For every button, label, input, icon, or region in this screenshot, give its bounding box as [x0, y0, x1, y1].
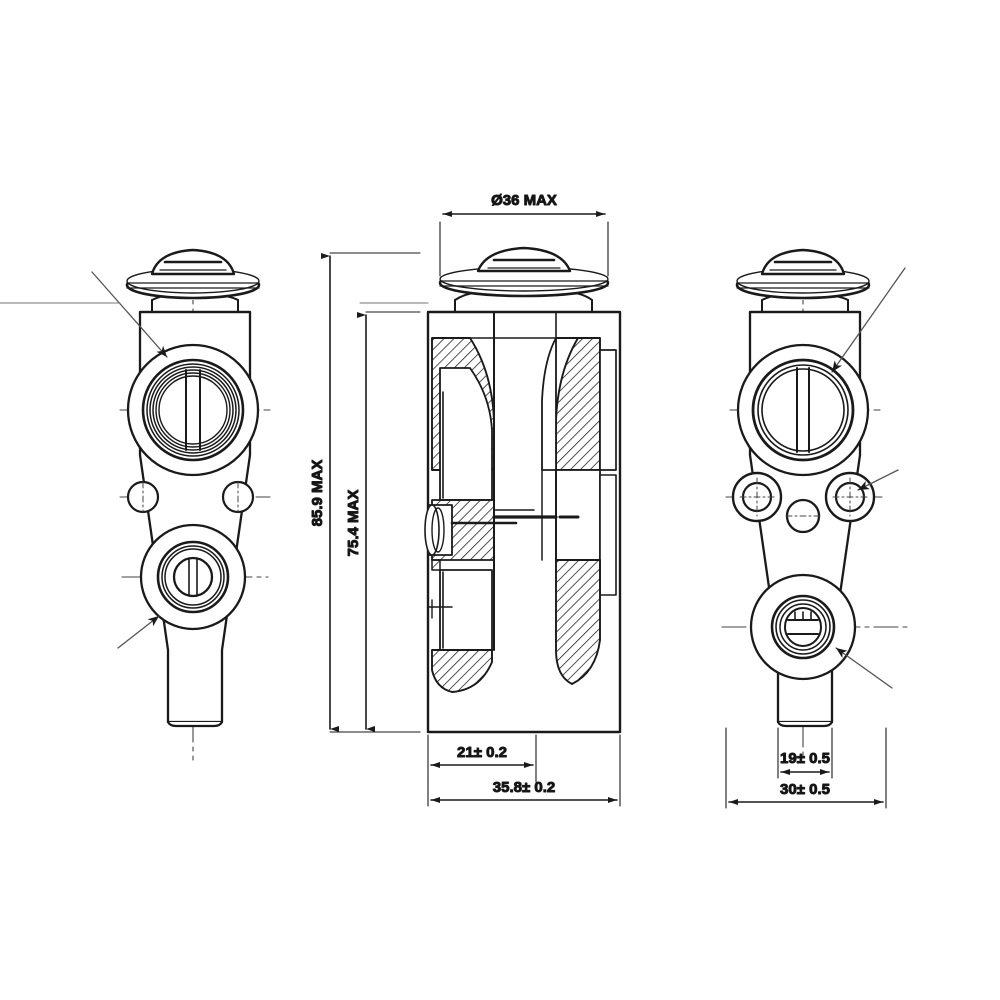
rear-view [721, 248, 913, 761]
dimension-label-height-overall: 85.9 MAX [309, 460, 326, 527]
dimension-label-width-outer-center: 35.8± 0.2 [493, 779, 555, 796]
section-hatch-left-lower [431, 649, 493, 693]
dimension-label-width-outer-right: 30± 0.5 [780, 781, 830, 798]
dimension-label-width-inner-right: 19± 0.5 [780, 750, 830, 767]
rear-view-leader-mid [857, 469, 899, 491]
rear-view-leader-upper [831, 267, 906, 373]
front-view-leader-upper [91, 271, 168, 358]
section-view [359, 246, 622, 734]
front-view [0, 248, 271, 761]
dimension-height-overall [321, 252, 421, 733]
dimension-label-width-inner-center: 21± 0.2 [457, 744, 507, 761]
front-view-lower-port-bore [172, 556, 214, 598]
rear-view-lower-port-bore [784, 607, 822, 647]
front-view-upper-port-bore [141, 358, 245, 462]
section-cavity-left-upper [439, 367, 493, 501]
rear-view-upper-port-bore [751, 358, 855, 462]
section-cavity-right-upper [599, 349, 617, 471]
dimension-label-height-body: 75.4 MAX [345, 490, 362, 557]
dimension-label-diameter-top: Ø36 MAX [491, 192, 557, 209]
rear-view-leader-lower [835, 647, 893, 689]
dimension-width-inner-center [427, 734, 537, 783]
dimension-diameter-top [439, 211, 609, 277]
section-hatch-right-lower [555, 559, 601, 685]
dimension-width-outer-center [427, 734, 621, 807]
section-cavity-left-lower [439, 569, 493, 651]
dimension-height-body [357, 311, 421, 733]
front-view-leader-lower [117, 615, 160, 649]
dimension-width-inner-right [777, 727, 833, 779]
dimension-width-outer-right [725, 727, 887, 809]
